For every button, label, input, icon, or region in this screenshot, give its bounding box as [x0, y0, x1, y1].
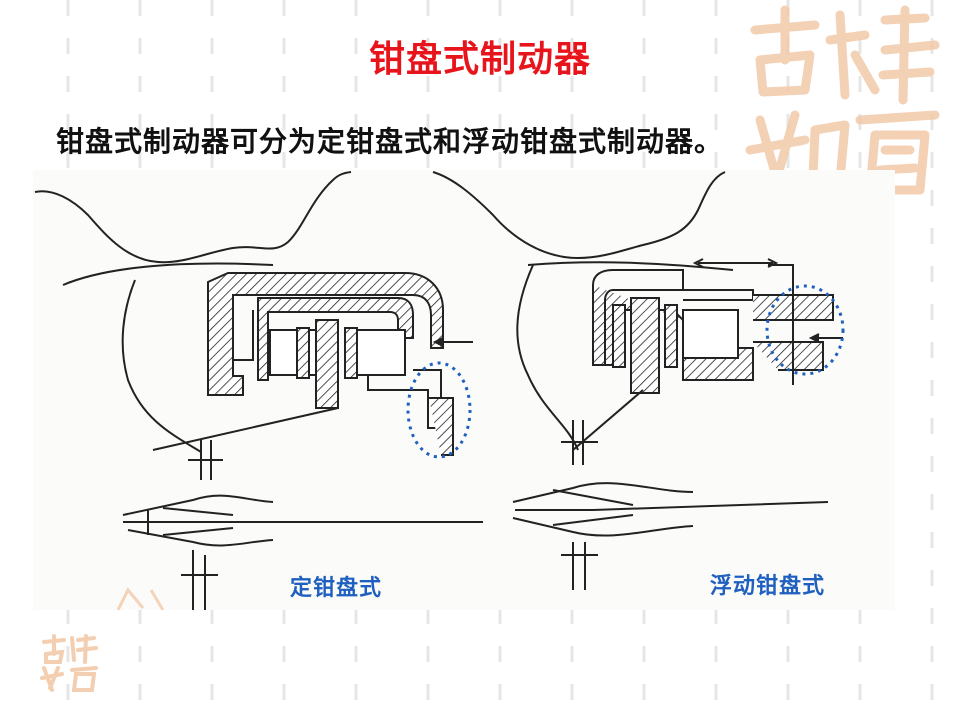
fixed-caliper-diagram [34, 171, 483, 610]
highlight-circle-floating [765, 284, 845, 376]
floating-caliper-diagram [432, 171, 845, 590]
auspicious-seal-logo [745, 5, 940, 195]
faded-seal-stamp [116, 587, 165, 610]
brake-diagrams-svg [34, 171, 845, 610]
small-seal-logo [40, 634, 98, 692]
slide-subtitle: 钳盘式制动器可分为定钳盘式和浮动钳盘式制动器。 [56, 125, 724, 158]
highlight-circle-fixed [406, 361, 472, 459]
caption-fixed-caliper: 定钳盘式 [290, 576, 383, 601]
brake-diagram-figure [33, 170, 895, 610]
slide-title: 钳盘式制动器 [368, 39, 591, 80]
caption-floating-caliper: 浮动钳盘式 [710, 574, 826, 599]
